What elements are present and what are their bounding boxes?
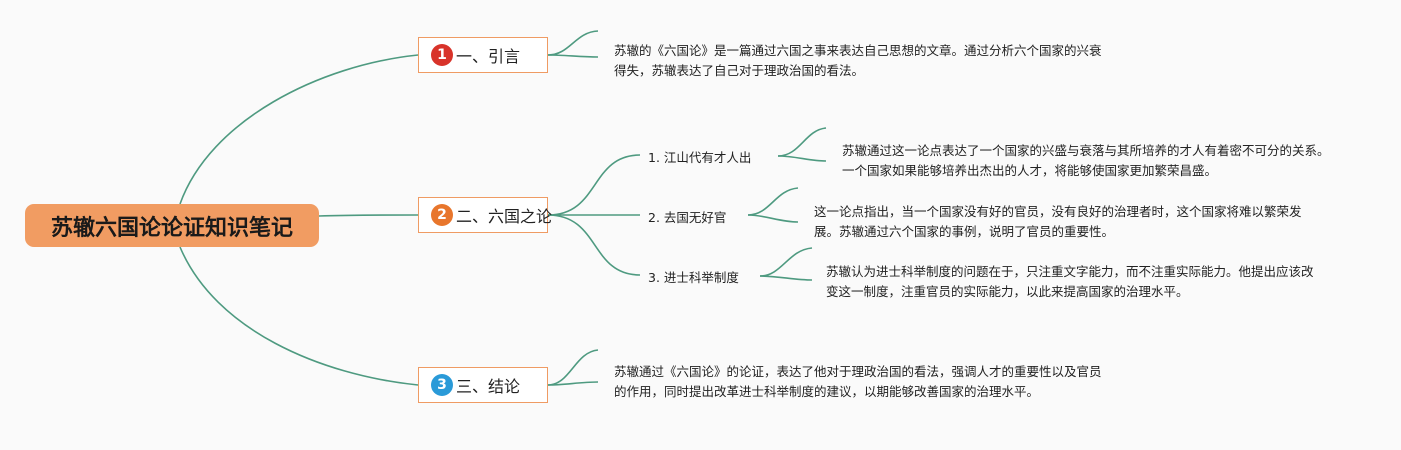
link-root-section-1: [179, 54, 419, 205]
number-badge-icon: 3: [431, 374, 453, 396]
link-section-3-note: [547, 381, 599, 386]
section-node-six-states[interactable]: 2 二、六国之论: [418, 197, 552, 233]
link-section-2-point-3: [547, 214, 641, 276]
link-section-1-note: [547, 54, 599, 58]
point-node-officials[interactable]: 2. 去国无好官: [648, 210, 727, 225]
link-root-section-3: [179, 246, 419, 386]
point-note: 这一论点指出，当一个国家没有好的官员，没有良好的治理者时，这个国家将难以繁荣发展…: [814, 204, 1302, 239]
section-label: 三、结论: [456, 377, 521, 396]
point-note: 苏辙认为进士科举制度的问题在于，只注重文字能力，而不注重实际能力。他提出应该改变…: [826, 264, 1314, 299]
link-section-1-note: [547, 30, 599, 56]
link-point-2-note: [747, 214, 799, 223]
link-root-section-2: [318, 214, 419, 217]
section-label: 一、引言: [456, 47, 521, 66]
section-node-conclusion[interactable]: 3 三、结论: [418, 367, 548, 403]
root-title: 苏辙六国论论证知识笔记: [50, 215, 293, 241]
number-badge-icon: 1: [431, 44, 453, 66]
point-node-talent[interactable]: 1. 江山代有才人出: [648, 150, 752, 165]
link-section-3-note: [547, 349, 599, 386]
number-badge-icon: 2: [431, 204, 453, 226]
point-node-exam-system[interactable]: 3. 进士科举制度: [648, 270, 739, 285]
section-note: 苏辙通过《六国论》的论证，表达了他对于理政治国的看法，强调人才的重要性以及官员的…: [614, 364, 1102, 399]
link-section-2-point-1: [547, 154, 641, 216]
link-point-1-note: [777, 155, 827, 162]
section-label: 二、六国之论: [456, 207, 553, 226]
section-note: 苏辙的《六国论》是一篇通过六国之事来表达自己思想的文章。通过分析六个国家的兴衰得…: [614, 43, 1102, 78]
section-node-introduction[interactable]: 1 一、引言: [418, 37, 548, 73]
link-point-2-note: [747, 187, 799, 216]
root-node[interactable]: 苏辙六国论论证知识笔记: [25, 204, 319, 247]
link-point-1-note: [777, 127, 827, 157]
point-note: 苏辙通过这一论点表达了一个国家的兴盛与衰落与其所培养的才人有着密不可分的关系。一…: [842, 143, 1330, 178]
link-point-3-note: [759, 275, 813, 281]
link-point-3-note: [759, 247, 813, 277]
